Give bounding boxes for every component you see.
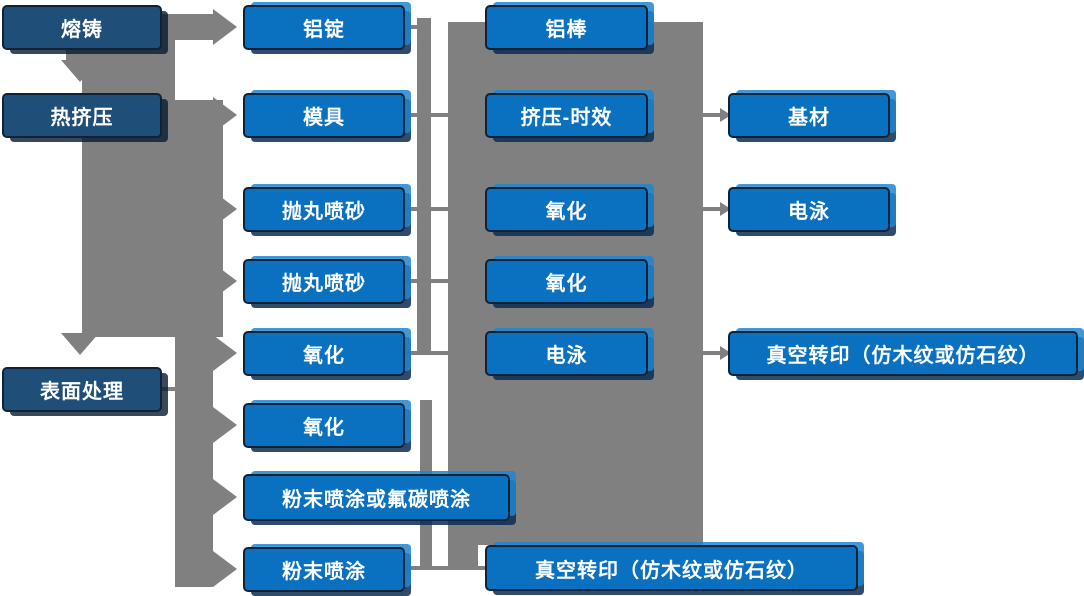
node-powder-or-fluorocarbon-coating: 粉末喷涂或氟碳喷涂 [243,474,510,521]
node-shot-blasting-2: 抛丸喷砂 [243,259,405,304]
node-mold: 模具 [243,93,405,138]
connector-rail-middle-top [417,18,431,355]
connector-stub-ingot [405,25,419,29]
arrowhead-to-aluminum-ingot [213,9,237,45]
connector-to-base-material [703,113,721,117]
node-extrusion-aging: 挤压-时效 [485,93,648,138]
arrowhead-to-oxidation-1 [213,335,237,371]
node-electrophoresis-2: 电泳 [728,187,890,232]
connector-stub-row3 [405,207,448,211]
node-base-material: 基材 [728,93,890,138]
connector-block-leg [448,540,478,570]
node-vacuum-transfer-bottom: 真空转印（仿木纹或仿石纹） [485,545,858,591]
connector-surface-treatment-stub [161,387,177,391]
node-melting-casting: 熔铸 [2,5,162,50]
connector-bus-wide [82,100,223,337]
node-oxidation-3: 氧化 [485,187,648,232]
arrowhead-to-powder-coating [213,551,237,587]
node-vacuum-transfer-right: 真空转印（仿木纹或仿石纹） [728,331,1078,376]
node-aluminum-ingot: 铝锭 [243,5,405,50]
node-aluminum-rod: 铝棒 [485,5,648,50]
connector-to-vacuum-transfer [703,351,721,355]
arrowhead-to-base-material [720,108,731,122]
node-oxidation-4: 氧化 [485,259,648,304]
node-surface-treatment: 表面处理 [2,367,162,412]
arrowhead-to-mold [213,97,237,133]
connector-stub-row4 [405,279,448,283]
arrowhead-to-shot-blasting-2 [213,263,237,299]
node-oxidation-1: 氧化 [243,331,405,376]
node-oxidation-2: 氧化 [243,403,405,448]
connector-stub-row2 [405,113,448,117]
connector-rail-surface-treatment [175,300,213,587]
arrowhead-down-to-hot-extrusion [61,60,99,82]
connector-to-electrophoresis [703,207,721,211]
arrowhead-to-shot-blasting-1 [213,191,237,227]
arrowhead-down-to-surface-treatment [61,333,99,355]
connector-stub-bottom [405,566,487,570]
connector-stub-row5 [405,351,448,355]
arrowhead-to-powder-fluorocarbon [213,479,237,515]
node-powder-coating: 粉末喷涂 [243,547,405,592]
node-electrophoresis-1: 电泳 [485,331,648,376]
node-hot-extrusion: 热挤压 [2,93,162,138]
arrowhead-to-electrophoresis [720,202,731,216]
node-shot-blasting-1: 抛丸喷砂 [243,187,405,232]
arrowhead-to-oxidation-2 [213,407,237,443]
arrowhead-to-vacuum-transfer [720,346,731,360]
